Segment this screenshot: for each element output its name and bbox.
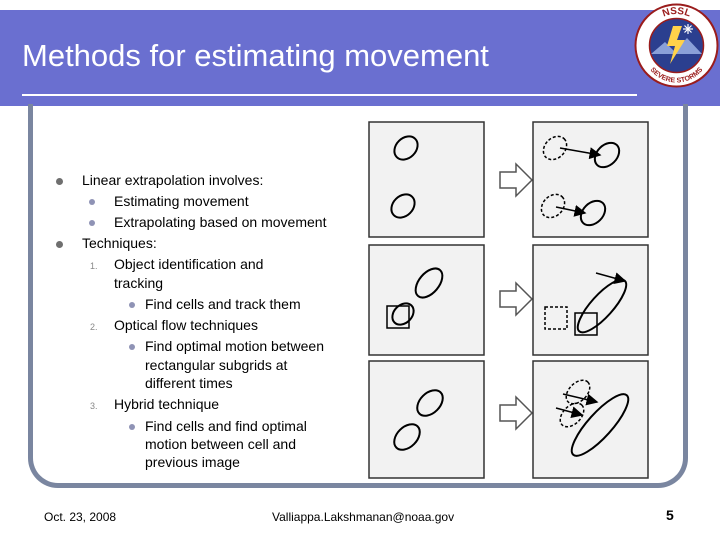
number-marker: 2. <box>90 322 98 332</box>
bullet-extrapolating: Extrapolating based on movement <box>114 214 327 230</box>
cell-shape <box>416 389 444 417</box>
motion-arrow <box>555 406 584 419</box>
bullet-techniques: Techniques: <box>82 235 157 251</box>
cell-shape <box>390 193 416 219</box>
bullet-dot <box>89 199 95 205</box>
title-underline <box>22 94 637 96</box>
nssl-logo: NSSL SEVERE STORMS <box>634 3 719 88</box>
subbullet-find-cells-track: Find cells and track them <box>145 296 301 312</box>
bullet-linear-extrapolation: Linear extrapolation involves: <box>82 172 264 188</box>
technique-object-identification: Object identification and <box>114 256 264 272</box>
footer-email: Valliappa.Lakshmanan@noaa.gov <box>272 510 455 524</box>
bullet-dot <box>89 220 95 226</box>
subbullet-hybrid-desc: Find cells and find optimal <box>145 418 307 434</box>
bullet-dot <box>129 302 135 308</box>
slide-title: Methods for estimating movement <box>22 38 489 73</box>
panel-after <box>532 244 649 356</box>
motion-arrow <box>555 204 587 217</box>
snowflake-icon <box>683 24 693 34</box>
cell-shape <box>542 135 568 161</box>
number-marker: 3. <box>90 401 98 411</box>
page-number: 5 <box>666 507 674 523</box>
subgrid-box <box>574 312 598 336</box>
panel-before <box>368 121 485 238</box>
bullet-dot <box>56 178 63 185</box>
cell-shape <box>565 379 591 405</box>
cell-shape <box>570 393 630 457</box>
motion-arrow <box>595 272 627 284</box>
panel-row-optical-flow <box>368 244 649 356</box>
title-band <box>0 10 720 106</box>
cell-shape <box>414 267 444 299</box>
subbullet-optimal-motion-cont: rectangular subgrids at <box>145 357 288 373</box>
arrow-right-icon <box>499 162 534 198</box>
cell-shape <box>540 193 566 219</box>
technique-object-identification-cont: tracking <box>114 275 164 291</box>
subbullet-optimal-motion-cont: different times <box>145 375 233 391</box>
panel-after <box>532 360 649 479</box>
bullet-dot <box>56 241 63 248</box>
motion-arrow <box>559 147 602 160</box>
subgrid-box <box>386 305 410 329</box>
panel-row-object-tracking <box>368 121 649 238</box>
subbullet-optimal-motion: Find optimal motion between <box>145 338 324 354</box>
panel-row-hybrid <box>368 360 649 479</box>
footer-date: Oct. 23, 2008 <box>44 510 117 524</box>
technique-optical-flow: Optical flow techniques <box>114 317 258 333</box>
bullet-dot <box>129 344 135 350</box>
number-marker: 1. <box>90 261 98 271</box>
cell-shape <box>559 402 585 428</box>
technique-hybrid: Hybrid technique <box>114 396 220 412</box>
subbullet-hybrid-desc-cont: previous image <box>145 454 240 470</box>
motion-arrow <box>562 393 599 406</box>
content-frame <box>28 104 688 488</box>
subgrid-box <box>544 306 568 330</box>
arrow-right-icon <box>499 281 534 317</box>
arrow-right-icon <box>499 395 534 431</box>
panel-before <box>368 360 485 479</box>
cell-shape <box>393 423 421 451</box>
panel-before <box>368 244 485 356</box>
cell-shape <box>393 135 419 161</box>
bullet-estimating-movement: Estimating movement <box>114 193 249 209</box>
subbullet-hybrid-desc-cont: motion between cell and <box>145 436 296 452</box>
bullet-dot <box>129 424 135 430</box>
